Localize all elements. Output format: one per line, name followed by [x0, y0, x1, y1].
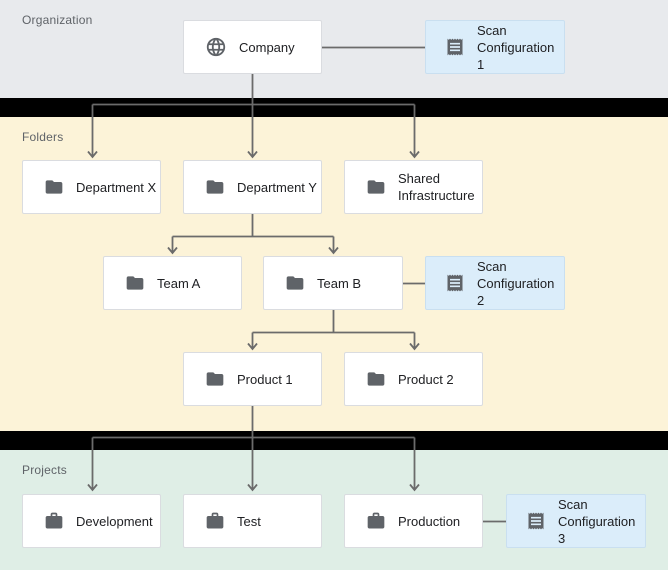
node-label: Department X	[76, 179, 157, 195]
briefcase-icon	[205, 511, 225, 531]
section-separator-bottom	[0, 431, 668, 450]
organization-section: Organization	[0, 0, 668, 98]
folder-icon	[205, 369, 225, 389]
organization-section-label: Organization	[22, 13, 93, 27]
node-label: Department Y	[237, 179, 317, 195]
node-test: Test	[183, 494, 322, 548]
node-label: Production	[398, 513, 461, 529]
node-production: Production	[344, 494, 483, 548]
node-shared-infrastructure: Shared Infrastructure	[344, 160, 483, 214]
folder-icon	[205, 177, 225, 197]
node-product-2: Product 2	[344, 352, 483, 406]
node-label: Scan Configuration 3	[558, 496, 636, 546]
node-label: Test	[237, 513, 261, 529]
node-scan-configuration-1: Scan Configuration 1	[425, 20, 565, 74]
node-label: Company	[239, 39, 295, 55]
node-label: Scan Configuration 1	[477, 22, 555, 72]
node-label: Team A	[157, 275, 201, 291]
folder-icon	[125, 273, 145, 293]
folder-icon	[44, 177, 64, 197]
briefcase-icon	[44, 511, 64, 531]
node-team-a: Team A	[103, 256, 242, 310]
node-scan-configuration-2: Scan Configuration 2	[425, 256, 565, 310]
folder-icon	[366, 369, 386, 389]
node-company: Company	[183, 20, 322, 74]
receipt-icon	[445, 273, 465, 293]
node-label: Product 1	[237, 371, 293, 387]
folder-icon	[285, 273, 305, 293]
receipt-icon	[445, 37, 465, 57]
projects-section-label: Projects	[22, 463, 67, 477]
node-product-1: Product 1	[183, 352, 322, 406]
node-department-x: Department X	[22, 160, 161, 214]
globe-icon	[205, 36, 227, 58]
node-label: Scan Configuration 2	[477, 258, 555, 308]
node-development: Development	[22, 494, 161, 548]
section-separator-top	[0, 98, 668, 117]
node-scan-configuration-3: Scan Configuration 3	[506, 494, 646, 548]
node-label: Product 2	[398, 371, 454, 387]
folder-icon	[366, 177, 386, 197]
node-label: Development	[76, 513, 153, 529]
node-label: Team B	[317, 275, 362, 291]
folders-section-label: Folders	[22, 130, 64, 144]
receipt-icon	[526, 511, 546, 531]
node-label: Shared Infrastructure	[398, 171, 475, 203]
node-department-y: Department Y	[183, 160, 322, 214]
node-team-b: Team B	[263, 256, 403, 310]
briefcase-icon	[366, 511, 386, 531]
